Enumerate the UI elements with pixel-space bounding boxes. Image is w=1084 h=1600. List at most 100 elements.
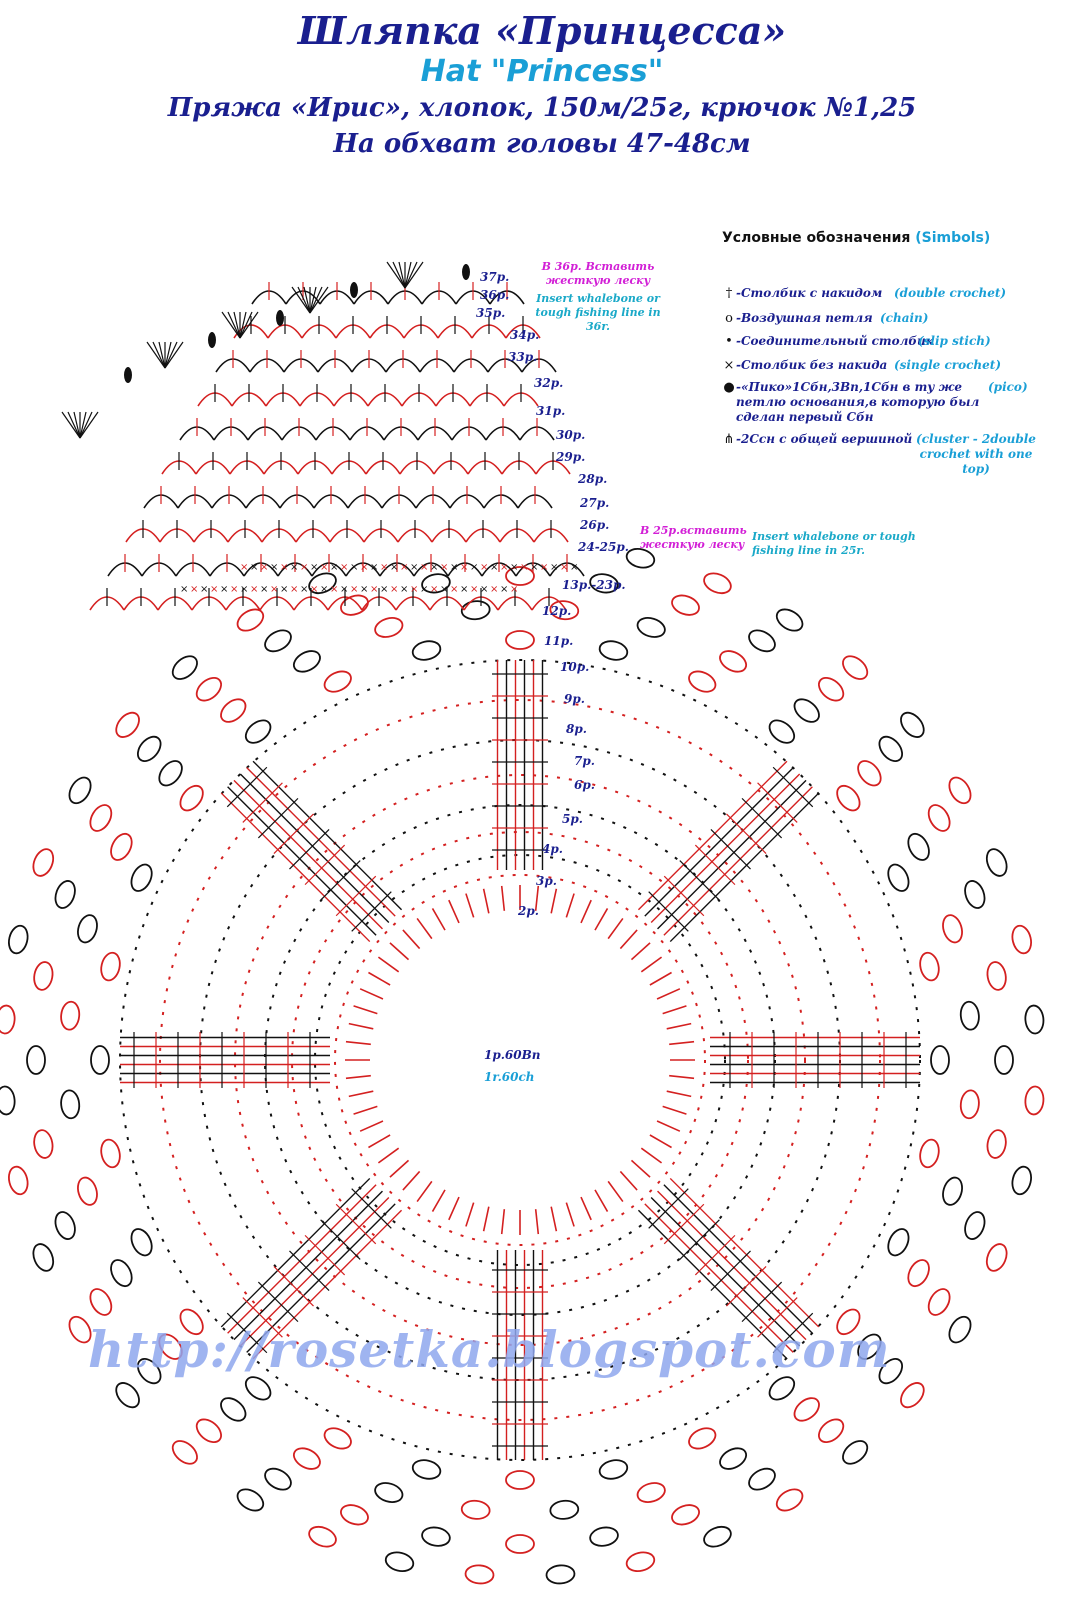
fan-cluster bbox=[54, 1211, 76, 1240]
fan-stitch bbox=[309, 286, 317, 314]
fan-stitch bbox=[61, 411, 81, 439]
stitch-mark bbox=[565, 1202, 575, 1227]
fan-cluster bbox=[89, 1288, 113, 1316]
fan-stitch bbox=[233, 311, 241, 339]
fan-cluster bbox=[768, 719, 796, 744]
fan-cluster bbox=[32, 848, 55, 877]
fan-cluster bbox=[421, 1526, 451, 1547]
fan-cluster bbox=[505, 1470, 535, 1490]
stitch-crossbar bbox=[335, 875, 377, 917]
chain-ring bbox=[291, 831, 749, 1289]
chain-ring bbox=[234, 774, 806, 1346]
fan-stitch bbox=[67, 411, 81, 439]
single-crochet-mark: × bbox=[200, 584, 208, 595]
fan-stitch bbox=[404, 261, 412, 289]
fan-cluster bbox=[179, 784, 204, 812]
single-crochet-mark: × bbox=[360, 584, 368, 595]
center-label-ru: 1р.60Вп bbox=[484, 1048, 541, 1062]
fan-cluster bbox=[308, 572, 337, 595]
stitch-crossbar bbox=[710, 1250, 751, 1291]
row-label: 27р. bbox=[580, 496, 610, 510]
fan-stitch bbox=[404, 261, 424, 289]
fan-cluster bbox=[878, 735, 904, 762]
stitch-mark bbox=[662, 1005, 687, 1015]
fan-cluster bbox=[775, 608, 804, 632]
stitch-mark bbox=[348, 1090, 374, 1098]
fan-stitch bbox=[164, 341, 172, 369]
single-crochet-mark: × bbox=[270, 562, 278, 573]
single-crochet-mark: × bbox=[320, 584, 328, 595]
fan-stitch bbox=[392, 261, 406, 289]
fan-cluster bbox=[887, 863, 910, 892]
fan-cluster bbox=[549, 600, 580, 621]
fan-cluster bbox=[1011, 924, 1032, 955]
single-crochet-mark: × bbox=[400, 584, 408, 595]
fan-cluster bbox=[688, 670, 717, 693]
row-label: 13р.-23р. bbox=[562, 578, 626, 592]
stitch-mark bbox=[500, 1209, 506, 1235]
stitch-crossbar bbox=[320, 1219, 361, 1260]
stitch-column bbox=[650, 773, 801, 923]
note-row36-en: Insert whalebone or tough fishing line i… bbox=[535, 292, 661, 333]
single-crochet-mark: × bbox=[210, 584, 218, 595]
stitch-column bbox=[657, 1190, 807, 1341]
fan-cluster bbox=[323, 670, 352, 693]
fan-cluster bbox=[703, 1525, 732, 1548]
stitch-crossbar bbox=[289, 829, 330, 870]
stitch-crossbar bbox=[226, 1312, 268, 1354]
fan-cluster bbox=[900, 1382, 925, 1409]
fan-cluster bbox=[179, 1308, 204, 1336]
stitch-crossbar bbox=[679, 1219, 720, 1260]
fan-cluster bbox=[545, 1564, 576, 1585]
fan-cluster bbox=[1024, 1085, 1045, 1116]
stitch-mark bbox=[656, 1120, 681, 1132]
fan-cluster bbox=[110, 832, 133, 861]
legend-label-en: (double crochet) bbox=[894, 286, 1007, 300]
fan-cluster bbox=[994, 1045, 1014, 1075]
legend-title-en: (Simbols) bbox=[915, 230, 991, 246]
row-label: 2р. bbox=[518, 904, 539, 918]
stitch-crossbar bbox=[710, 829, 751, 870]
fan-cluster bbox=[930, 1045, 950, 1075]
stitch-mark bbox=[666, 1090, 692, 1098]
fan-cluster bbox=[8, 1165, 29, 1196]
stitch-mark bbox=[662, 1105, 687, 1115]
stitch-crossbar bbox=[726, 813, 767, 854]
fan-cluster bbox=[589, 1526, 619, 1547]
fan-cluster bbox=[748, 629, 776, 653]
fan-stitch bbox=[158, 341, 166, 369]
fan-cluster bbox=[927, 1288, 951, 1316]
fan-cluster bbox=[964, 1211, 986, 1240]
fan-cluster bbox=[927, 804, 951, 832]
fan-cluster bbox=[768, 1376, 796, 1401]
stitch-mark bbox=[500, 885, 506, 911]
fan-cluster bbox=[775, 1488, 804, 1512]
fan-cluster bbox=[136, 735, 162, 762]
legend-label-ru: -Столбик без накида bbox=[736, 358, 888, 372]
fan-cluster bbox=[836, 1308, 861, 1336]
stitch-crossbar bbox=[320, 860, 361, 901]
single-crochet-mark: × bbox=[390, 562, 398, 573]
fan-cluster bbox=[323, 1427, 352, 1450]
stitch-crossbar bbox=[757, 1297, 798, 1338]
fan-cluster bbox=[818, 676, 845, 702]
fan-cluster bbox=[549, 1499, 580, 1520]
legend-label-ru: -«Пико»1Сбн,3Вп,1Сбн в ту же петлю основ… bbox=[736, 380, 980, 424]
single-crochet-mark: × bbox=[250, 562, 258, 573]
single-crochet-mark: × bbox=[280, 584, 288, 595]
stitch-column bbox=[644, 767, 794, 917]
single-crochet-mark: × bbox=[530, 562, 538, 573]
stitch-column bbox=[227, 1184, 377, 1334]
title-ru: Шляпка «Принцесса» bbox=[297, 8, 787, 53]
fan-stitch bbox=[221, 311, 241, 339]
stitch-mark bbox=[534, 1209, 540, 1235]
fan-cluster bbox=[32, 1243, 55, 1272]
fan-stitch bbox=[303, 286, 311, 314]
single-crochet-mark: × bbox=[510, 584, 518, 595]
fan-cluster bbox=[703, 572, 732, 595]
stitch-mark bbox=[607, 917, 624, 940]
legend-label-en: (single crochet) bbox=[894, 358, 1001, 372]
fan-cluster bbox=[244, 719, 272, 744]
fan-cluster bbox=[244, 1376, 272, 1401]
fan-cluster bbox=[60, 1000, 81, 1031]
